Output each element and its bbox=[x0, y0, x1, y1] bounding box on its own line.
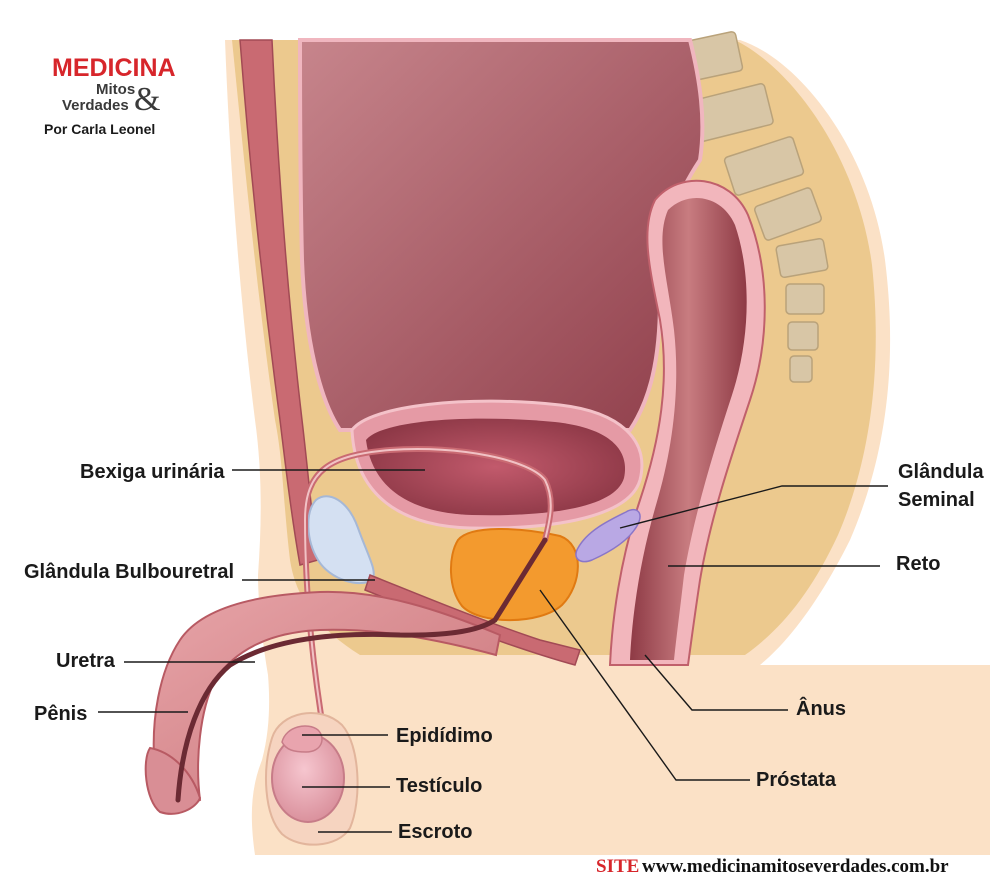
label-scrotum: Escroto bbox=[398, 821, 472, 843]
label-urethra: Uretra bbox=[56, 650, 116, 672]
label-epididymis: Epidídimo bbox=[396, 725, 493, 747]
brand-line1: Mitos bbox=[96, 81, 135, 98]
bladder bbox=[350, 399, 644, 530]
labels: Bexiga urinária Glândula Bulbouretral Ur… bbox=[24, 461, 984, 843]
label-rectum: Reto bbox=[896, 553, 940, 575]
label-penis: Pênis bbox=[34, 703, 87, 725]
brand-line2: Verdades bbox=[62, 97, 129, 114]
spine bbox=[646, 31, 829, 383]
label-bladder: Bexiga urinária bbox=[80, 461, 225, 483]
epididymis bbox=[281, 725, 323, 753]
label-bulbourethral: Glândula Bulbouretral bbox=[24, 561, 234, 583]
leader-lines bbox=[98, 469, 888, 833]
scrotum bbox=[265, 712, 359, 846]
abdominal-muscle bbox=[239, 39, 319, 566]
brand-logo: MEDICINA Mitos Verdades & Por Carla Leon… bbox=[44, 54, 176, 137]
brand-name: MEDICINA bbox=[52, 54, 176, 82]
prostate bbox=[449, 528, 579, 622]
label-anus: Ânus bbox=[796, 696, 846, 720]
label-prostate: Próstata bbox=[756, 769, 837, 791]
label-testicle: Testículo bbox=[396, 775, 482, 797]
brand-amp: & bbox=[134, 81, 160, 118]
label-seminal-1: Glândula bbox=[898, 461, 984, 483]
urethra bbox=[175, 537, 548, 803]
brand-author: Por Carla Leonel bbox=[44, 121, 155, 137]
rectum bbox=[608, 179, 766, 666]
site-prefix: SITE bbox=[596, 856, 639, 877]
site-url: www.medicinamitoseverdades.com.br bbox=[642, 856, 949, 877]
intestinal-mass bbox=[297, 38, 705, 432]
penis bbox=[144, 537, 548, 815]
site-footer: SITE www.medicinamitoseverdades.com.br bbox=[596, 856, 949, 877]
label-seminal-2: Seminal bbox=[898, 489, 975, 511]
